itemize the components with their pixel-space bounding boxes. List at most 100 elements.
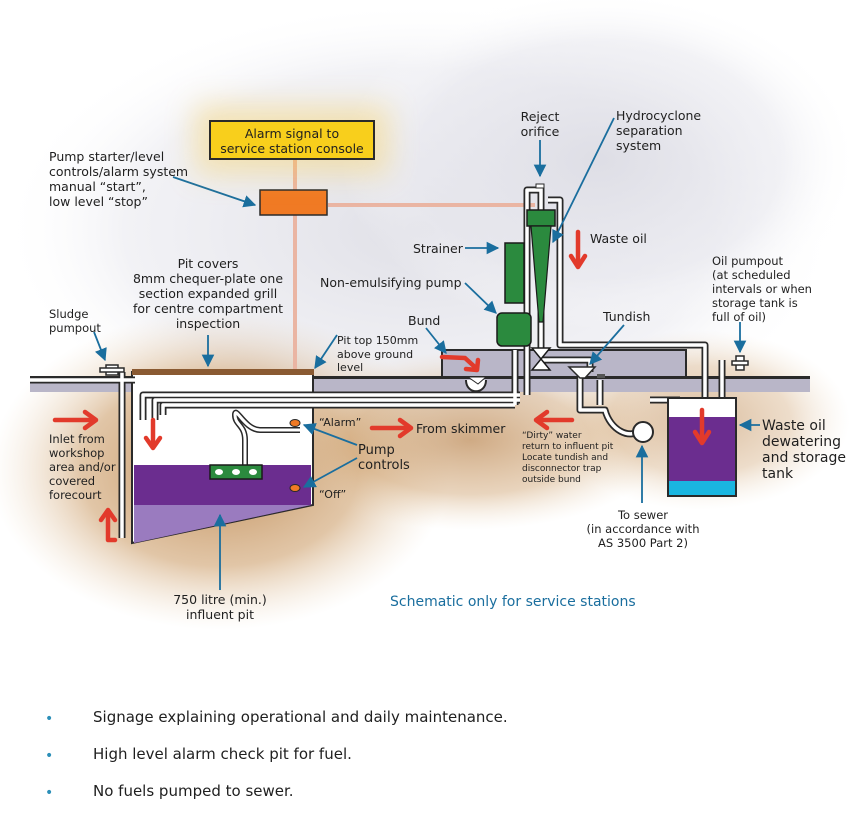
pump-starter-line: low level “stop” xyxy=(49,194,148,209)
dirty-water-label: “Dirty” water return to influent pit Loc… xyxy=(522,431,613,486)
dirty-water-line: “Dirty” water xyxy=(522,431,582,441)
callout-arrows xyxy=(93,117,760,590)
oil-pumpout-fitting xyxy=(731,355,749,371)
bund-drain xyxy=(465,376,488,393)
bullet-text: High level alarm check pit for fuel. xyxy=(93,745,352,763)
flow-arrow-bund xyxy=(439,354,481,373)
pit-top-label: Pit top 150mm above ground level xyxy=(337,334,418,375)
oil-pumpout-line: full of oil) xyxy=(712,310,767,324)
inlet-line: Inlet from xyxy=(49,432,105,446)
hydrocyclone-line: separation xyxy=(616,123,683,138)
influent-pit-line: influent pit xyxy=(186,607,254,622)
alarm-signal-box: Alarm signal to service station console xyxy=(209,120,375,160)
sludge-pumpout-label: Sludge pumpout xyxy=(49,307,101,335)
pit-covers-line: inspection xyxy=(175,316,241,331)
hydrocyclone-label: Hydrocyclone separation system xyxy=(616,108,701,153)
waste-oil-tank-line: Waste oil xyxy=(762,418,826,434)
influent-pit xyxy=(131,369,314,545)
waste-oil-label: Waste oil xyxy=(590,231,647,246)
tundish-label: Tundish xyxy=(603,309,651,324)
pump-starter-line: Pump starter/level xyxy=(49,149,165,164)
strainer-label: Strainer xyxy=(413,241,463,256)
hydrocyclone-line: Hydrocyclone xyxy=(616,108,702,123)
pit-top-line: above ground xyxy=(337,347,414,361)
waste-oil-storage-tank xyxy=(667,397,737,497)
waste-oil-tank-label: Waste oil dewatering and storage tank xyxy=(762,418,846,482)
to-sewer-label: To sewer (in accordance with AS 3500 Par… xyxy=(578,508,708,550)
waste-oil-tank-line: tank xyxy=(762,466,794,482)
flow-arrows xyxy=(52,229,712,543)
dirty-water-line: return to influent pit xyxy=(522,442,614,452)
oil-pumpout-line: intervals or when xyxy=(712,282,812,296)
flow-arrow-inlet xyxy=(52,409,99,431)
to-sewer-line: (in accordance with xyxy=(586,522,700,536)
disconnector-trap xyxy=(632,421,654,443)
non-emulsifying-pump xyxy=(496,312,532,347)
bullet-text: No fuels pumped to sewer. xyxy=(93,782,294,800)
oil-pumpout-line: (at scheduled xyxy=(712,268,791,282)
flow-arrow-sludge-up xyxy=(98,507,118,543)
sludge-pumpout-fitting xyxy=(99,364,125,376)
bund-label: Bund xyxy=(408,313,441,328)
oil-pumpout-line: storage tank is xyxy=(712,296,798,310)
pit-covers-line: section expanded grill xyxy=(138,286,278,301)
pump-controls-line: controls xyxy=(358,458,410,473)
oil-pumpout-label: Oil pumpout (at scheduled intervals or w… xyxy=(712,254,812,324)
to-sewer-line: AS 3500 Part 2) xyxy=(598,536,688,550)
oil-pumpout-line: Oil pumpout xyxy=(712,254,784,268)
flow-arrow-tank xyxy=(692,407,712,446)
pit-covers-line: Pit covers xyxy=(177,256,239,271)
sludge-pumpout-line: pumpout xyxy=(49,321,101,335)
pump-controls-line: Pump xyxy=(358,443,395,458)
to-sewer-line: To sewer xyxy=(617,508,669,522)
influent-pit-line: 750 litre (min.) xyxy=(173,592,267,607)
flow-arrow-waste-oil xyxy=(568,229,588,270)
inlet-label: Inlet from workshop area and/or covered … xyxy=(49,432,116,502)
valve xyxy=(530,347,552,371)
oil-separator-schematic xyxy=(0,0,850,630)
pit-covers-line: for centre compartment xyxy=(132,301,284,316)
from-skimmer-label: From skimmer xyxy=(416,421,506,436)
reject-orifice-line: Reject xyxy=(520,109,560,124)
reject-orifice-line: orifice xyxy=(520,124,560,139)
pump-starter-label: Pump starter/level controls/alarm system… xyxy=(49,149,188,209)
pipework xyxy=(30,185,726,538)
hydrocyclone-line: system xyxy=(616,138,662,153)
alarm-signal-line2: service station console xyxy=(220,141,364,156)
flow-arrow-from-skimmer xyxy=(369,417,414,439)
flow-arrow-dirty-water xyxy=(533,409,575,431)
influent-pit-label: 750 litre (min.) influent pit xyxy=(160,592,280,622)
off-level-label: “Off” xyxy=(319,488,347,501)
bullet-text: Signage explaining operational and daily… xyxy=(93,708,508,726)
bullet-icon: • xyxy=(45,785,54,801)
dirty-water-line: outside bund xyxy=(522,475,581,485)
non-emulsifying-pump-label: Non-emulsifying pump xyxy=(320,275,462,290)
inlet-line: area and/or xyxy=(49,460,116,474)
alarm-level-float xyxy=(289,419,301,427)
pump-controls-label: Pump controls xyxy=(358,443,410,473)
waste-oil-tank-line: and storage xyxy=(762,450,846,466)
inlet-line: forecourt xyxy=(49,488,102,502)
tundish xyxy=(567,366,605,379)
bullet-icon: • xyxy=(45,711,54,727)
pit-top-line: level xyxy=(337,361,364,374)
sludge-pumpout-line: Sludge xyxy=(49,307,89,321)
inlet-line: covered xyxy=(49,474,96,488)
pump-starter-line: manual “start”, xyxy=(49,179,146,194)
float-switch-bar xyxy=(209,464,263,480)
waste-oil-tank-line: dewatering xyxy=(762,434,842,450)
strainer xyxy=(504,242,525,304)
schematic-caption: Schematic only for service stations xyxy=(390,594,636,610)
pit-covers-line: 8mm chequer-plate one xyxy=(132,271,284,286)
bullet-icon: • xyxy=(45,748,54,764)
alarm-level-label: “Alarm” xyxy=(319,416,362,429)
inlet-line: workshop xyxy=(49,446,105,460)
pump-starter-line: controls/alarm system xyxy=(49,164,189,179)
flow-arrow-pit-down xyxy=(143,417,163,451)
pit-covers-label: Pit covers 8mm chequer-plate one section… xyxy=(125,256,291,331)
dirty-water-line: disconnector trap xyxy=(522,464,602,474)
dirty-water-line: Locate tundish and xyxy=(522,453,609,463)
alarm-signal-line1: Alarm signal to xyxy=(244,126,340,141)
reject-orifice-label: Reject orifice xyxy=(512,109,568,139)
hydrocyclone xyxy=(526,183,556,323)
